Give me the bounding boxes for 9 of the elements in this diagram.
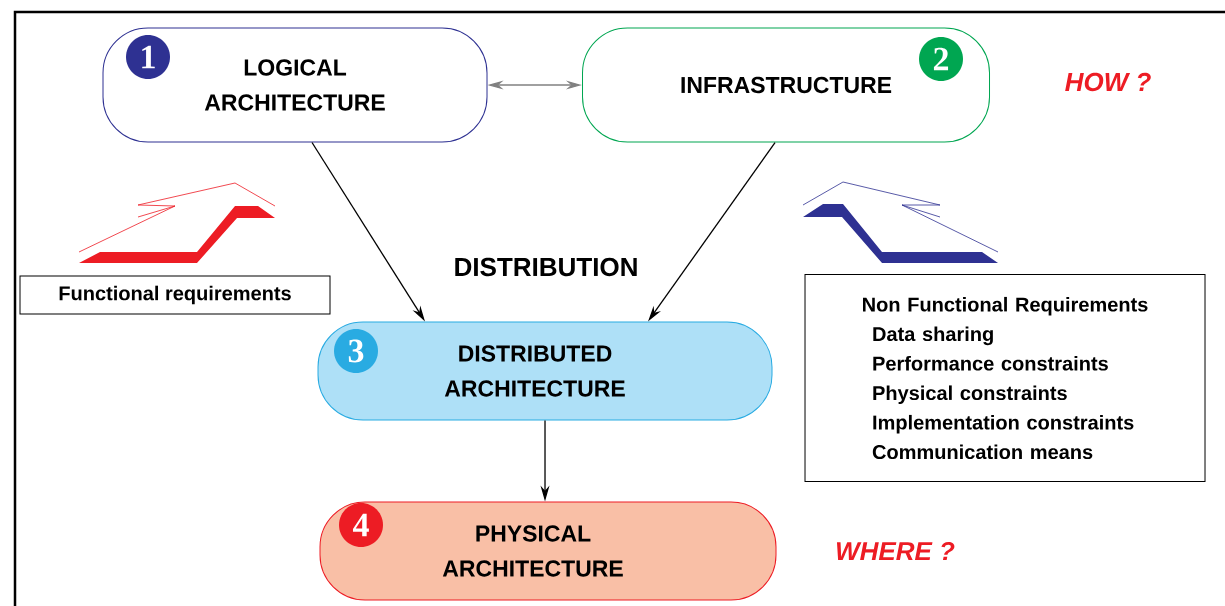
number-badge: 2 [919, 37, 963, 81]
text-box: Non Functional Requirements Data sharing Performance constraints Physical constraints Implementation constraints Communication means [804, 274, 1206, 482]
number-badge: 1 [126, 35, 170, 79]
question-label: HOW ? [1065, 72, 1151, 92]
question-label: WHERE ? [836, 541, 955, 561]
number-badge: 3 [334, 329, 378, 373]
number-badge: 4 [339, 503, 383, 547]
stage-label: DISTRIBUTION [455, 257, 637, 277]
text-box: Functional requirements [19, 275, 331, 315]
